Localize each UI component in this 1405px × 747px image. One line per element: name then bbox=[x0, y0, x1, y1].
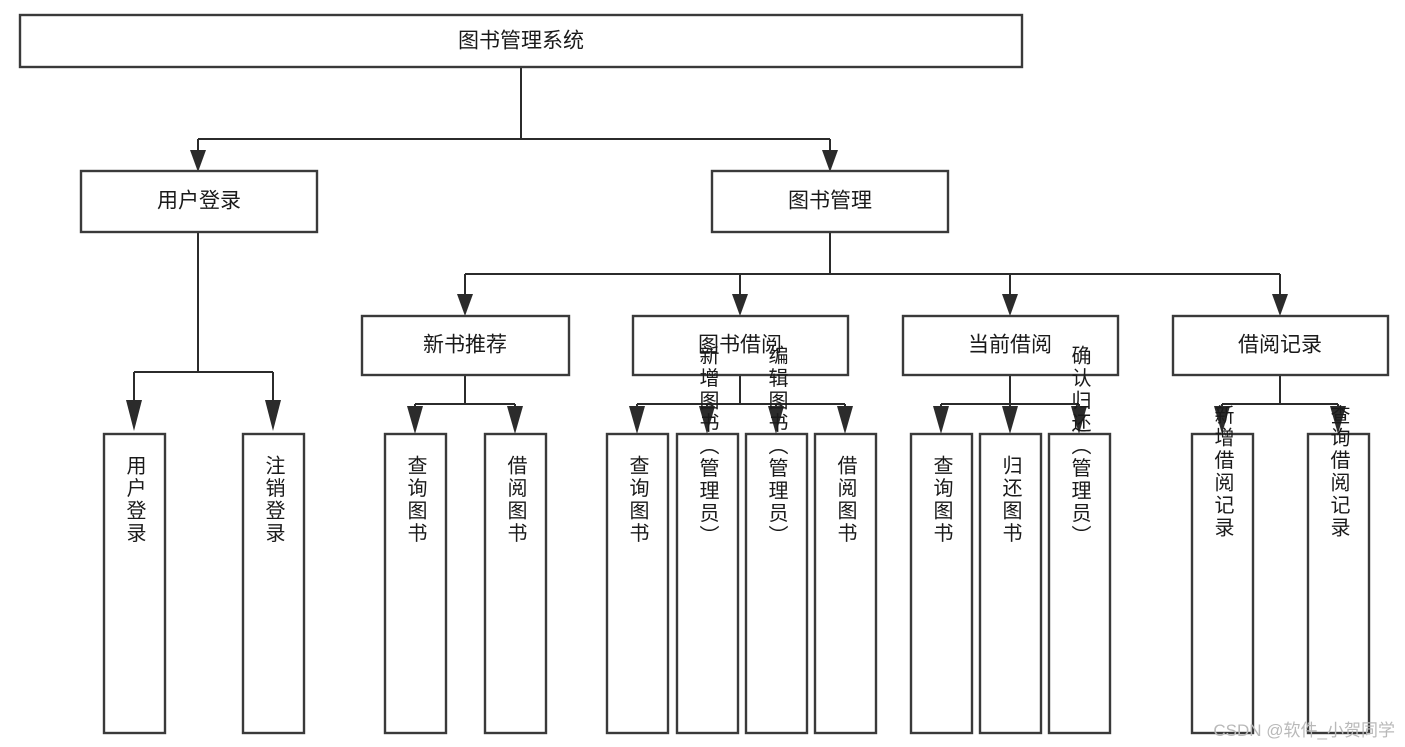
node-book-management-label: 图书管理 bbox=[788, 190, 872, 213]
edges-bookborrow-to-leaves bbox=[629, 375, 853, 434]
leaf-edit-book-box bbox=[744, 432, 809, 735]
leaf-edit-book-label: 编辑图书（管理员） bbox=[765, 344, 788, 547]
leaf-return-book-label: 归还图书 bbox=[999, 455, 1022, 545]
arrow-head-currentborrow-leaf-2 bbox=[1002, 406, 1018, 434]
leaf-node-query-borrow-record[interactable]: 查询借阅记录 bbox=[1306, 404, 1371, 735]
leaf-add-book-box bbox=[675, 432, 740, 735]
leaf-borrow-book-box bbox=[813, 432, 878, 735]
node-new-book-recommend[interactable]: 新书推荐 bbox=[360, 314, 571, 377]
arrow-head-bookborrow-leaf-4 bbox=[837, 406, 853, 434]
leaf-node-edit-book[interactable]: 编辑图书（管理员） bbox=[744, 344, 809, 735]
arrow-head-newbook bbox=[457, 294, 473, 316]
node-current-borrow-label: 当前借阅 bbox=[968, 334, 1052, 357]
arrow-head-newbook-leaf-1 bbox=[407, 406, 423, 434]
node-book-borrow-label: 图书借阅 bbox=[698, 334, 782, 357]
node-root-box bbox=[18, 13, 1024, 69]
leaf-add-book-label: 新增图书（管理员） bbox=[696, 344, 719, 547]
leaf-node-borrow-book-recommend[interactable]: 借阅图书 bbox=[483, 432, 548, 735]
leaf-borrow-book-recommend-label: 借阅图书 bbox=[504, 455, 527, 545]
node-current-borrow[interactable]: 当前借阅 bbox=[901, 314, 1120, 377]
leaf-node-query-book-recommend[interactable]: 查询图书 bbox=[383, 432, 448, 735]
leaf-user-login-label: 用户登录 bbox=[123, 455, 146, 545]
leaf-confirm-return-box bbox=[1047, 432, 1112, 735]
leaf-logout-box bbox=[241, 432, 306, 735]
arrow-head-currentborrow bbox=[1002, 294, 1018, 316]
leaf-borrow-book-recommend-box bbox=[483, 432, 548, 735]
node-book-management[interactable]: 图书管理 bbox=[710, 169, 950, 234]
leaf-node-user-login[interactable]: 用户登录 bbox=[102, 432, 167, 735]
leaf-query-book-recommend-box bbox=[383, 432, 448, 735]
edges-userlogin-to-leaves bbox=[126, 232, 281, 431]
leaf-node-logout[interactable]: 注销登录 bbox=[241, 432, 306, 735]
arrow-head-borrowrecord bbox=[1272, 294, 1288, 316]
leaf-confirm-return-label: 确认归还（管理员） bbox=[1068, 344, 1091, 547]
leaf-node-borrow-book[interactable]: 借阅图书 bbox=[813, 432, 878, 735]
leaf-node-query-book-borrow[interactable]: 查询图书 bbox=[605, 432, 670, 735]
leaf-node-add-borrow-record[interactable]: 新增借阅记录 bbox=[1190, 404, 1255, 735]
leaf-node-add-book[interactable]: 新增图书（管理员） bbox=[675, 344, 740, 735]
arrow-head-currentborrow-leaf-1 bbox=[933, 406, 949, 434]
leaf-query-book-borrow-box bbox=[605, 432, 670, 735]
leaf-query-book-current-label: 查询图书 bbox=[930, 455, 953, 545]
leaf-node-return-book[interactable]: 归还图书 bbox=[978, 432, 1043, 735]
node-current-borrow-box bbox=[901, 314, 1120, 377]
arrow-head-userlogin bbox=[190, 150, 206, 172]
leaf-query-borrow-record-label: 查询借阅记录 bbox=[1327, 404, 1350, 539]
leaf-logout-label: 注销登录 bbox=[262, 455, 285, 545]
node-book-management-box bbox=[710, 169, 950, 234]
edges-bookmgmt-to-level3 bbox=[457, 232, 1288, 316]
leaf-borrow-book-label: 借阅图书 bbox=[834, 455, 857, 545]
node-root-system[interactable]: 图书管理系统 bbox=[18, 13, 1024, 69]
leaf-query-book-current-box bbox=[909, 432, 974, 735]
node-user-login-label: 用户登录 bbox=[157, 190, 241, 213]
arrow-head-bookborrow-leaf-1 bbox=[629, 406, 645, 434]
node-user-login-box bbox=[79, 169, 319, 234]
node-borrow-record-box bbox=[1171, 314, 1390, 377]
leaf-add-borrow-record-box bbox=[1190, 432, 1255, 735]
edges-currentborrow-to-leaves bbox=[933, 375, 1087, 434]
leaf-node-query-book-current[interactable]: 查询图书 bbox=[909, 432, 974, 735]
node-borrow-record-label: 借阅记录 bbox=[1238, 334, 1322, 357]
node-book-borrow[interactable]: 图书借阅 bbox=[631, 314, 850, 377]
arrow-head-bookmgmt bbox=[822, 150, 838, 172]
node-root-label: 图书管理系统 bbox=[458, 30, 584, 53]
leaf-node-confirm-return[interactable]: 确认归还（管理员） bbox=[1047, 344, 1112, 735]
node-user-login[interactable]: 用户登录 bbox=[79, 169, 319, 234]
arrow-head-currentborrow-leaf-3 bbox=[1071, 406, 1087, 434]
arrow-head-bookborrow-leaf-3 bbox=[768, 406, 784, 434]
edges-root-to-level2 bbox=[190, 67, 838, 172]
leaf-query-book-recommend-label: 查询图书 bbox=[404, 455, 427, 545]
arrow-head-leaf-logout bbox=[265, 400, 281, 431]
arrow-head-newbook-leaf-2 bbox=[507, 406, 523, 434]
leaf-query-borrow-record-box bbox=[1306, 432, 1371, 735]
leaf-user-login-box bbox=[102, 432, 167, 735]
leaf-query-book-borrow-label: 查询图书 bbox=[626, 455, 649, 545]
arrow-head-borrowrecord-leaf-1 bbox=[1214, 406, 1230, 434]
node-new-book-recommend-box bbox=[360, 314, 571, 377]
node-borrow-record[interactable]: 借阅记录 bbox=[1171, 314, 1390, 377]
edges-newbook-to-leaves bbox=[407, 375, 523, 434]
arrow-head-leaf-user-login bbox=[126, 400, 142, 431]
leaf-return-book-box bbox=[978, 432, 1043, 735]
node-book-borrow-box bbox=[631, 314, 850, 377]
arrow-head-borrowrecord-leaf-2 bbox=[1330, 406, 1346, 434]
arrow-head-bookborrow-leaf-2 bbox=[699, 406, 715, 434]
leaf-add-borrow-record-label: 新增借阅记录 bbox=[1211, 404, 1234, 539]
edges-borrowrecord-to-leaves bbox=[1214, 375, 1346, 434]
arrow-head-bookborrow bbox=[732, 294, 748, 316]
node-new-book-recommend-label: 新书推荐 bbox=[423, 334, 507, 357]
